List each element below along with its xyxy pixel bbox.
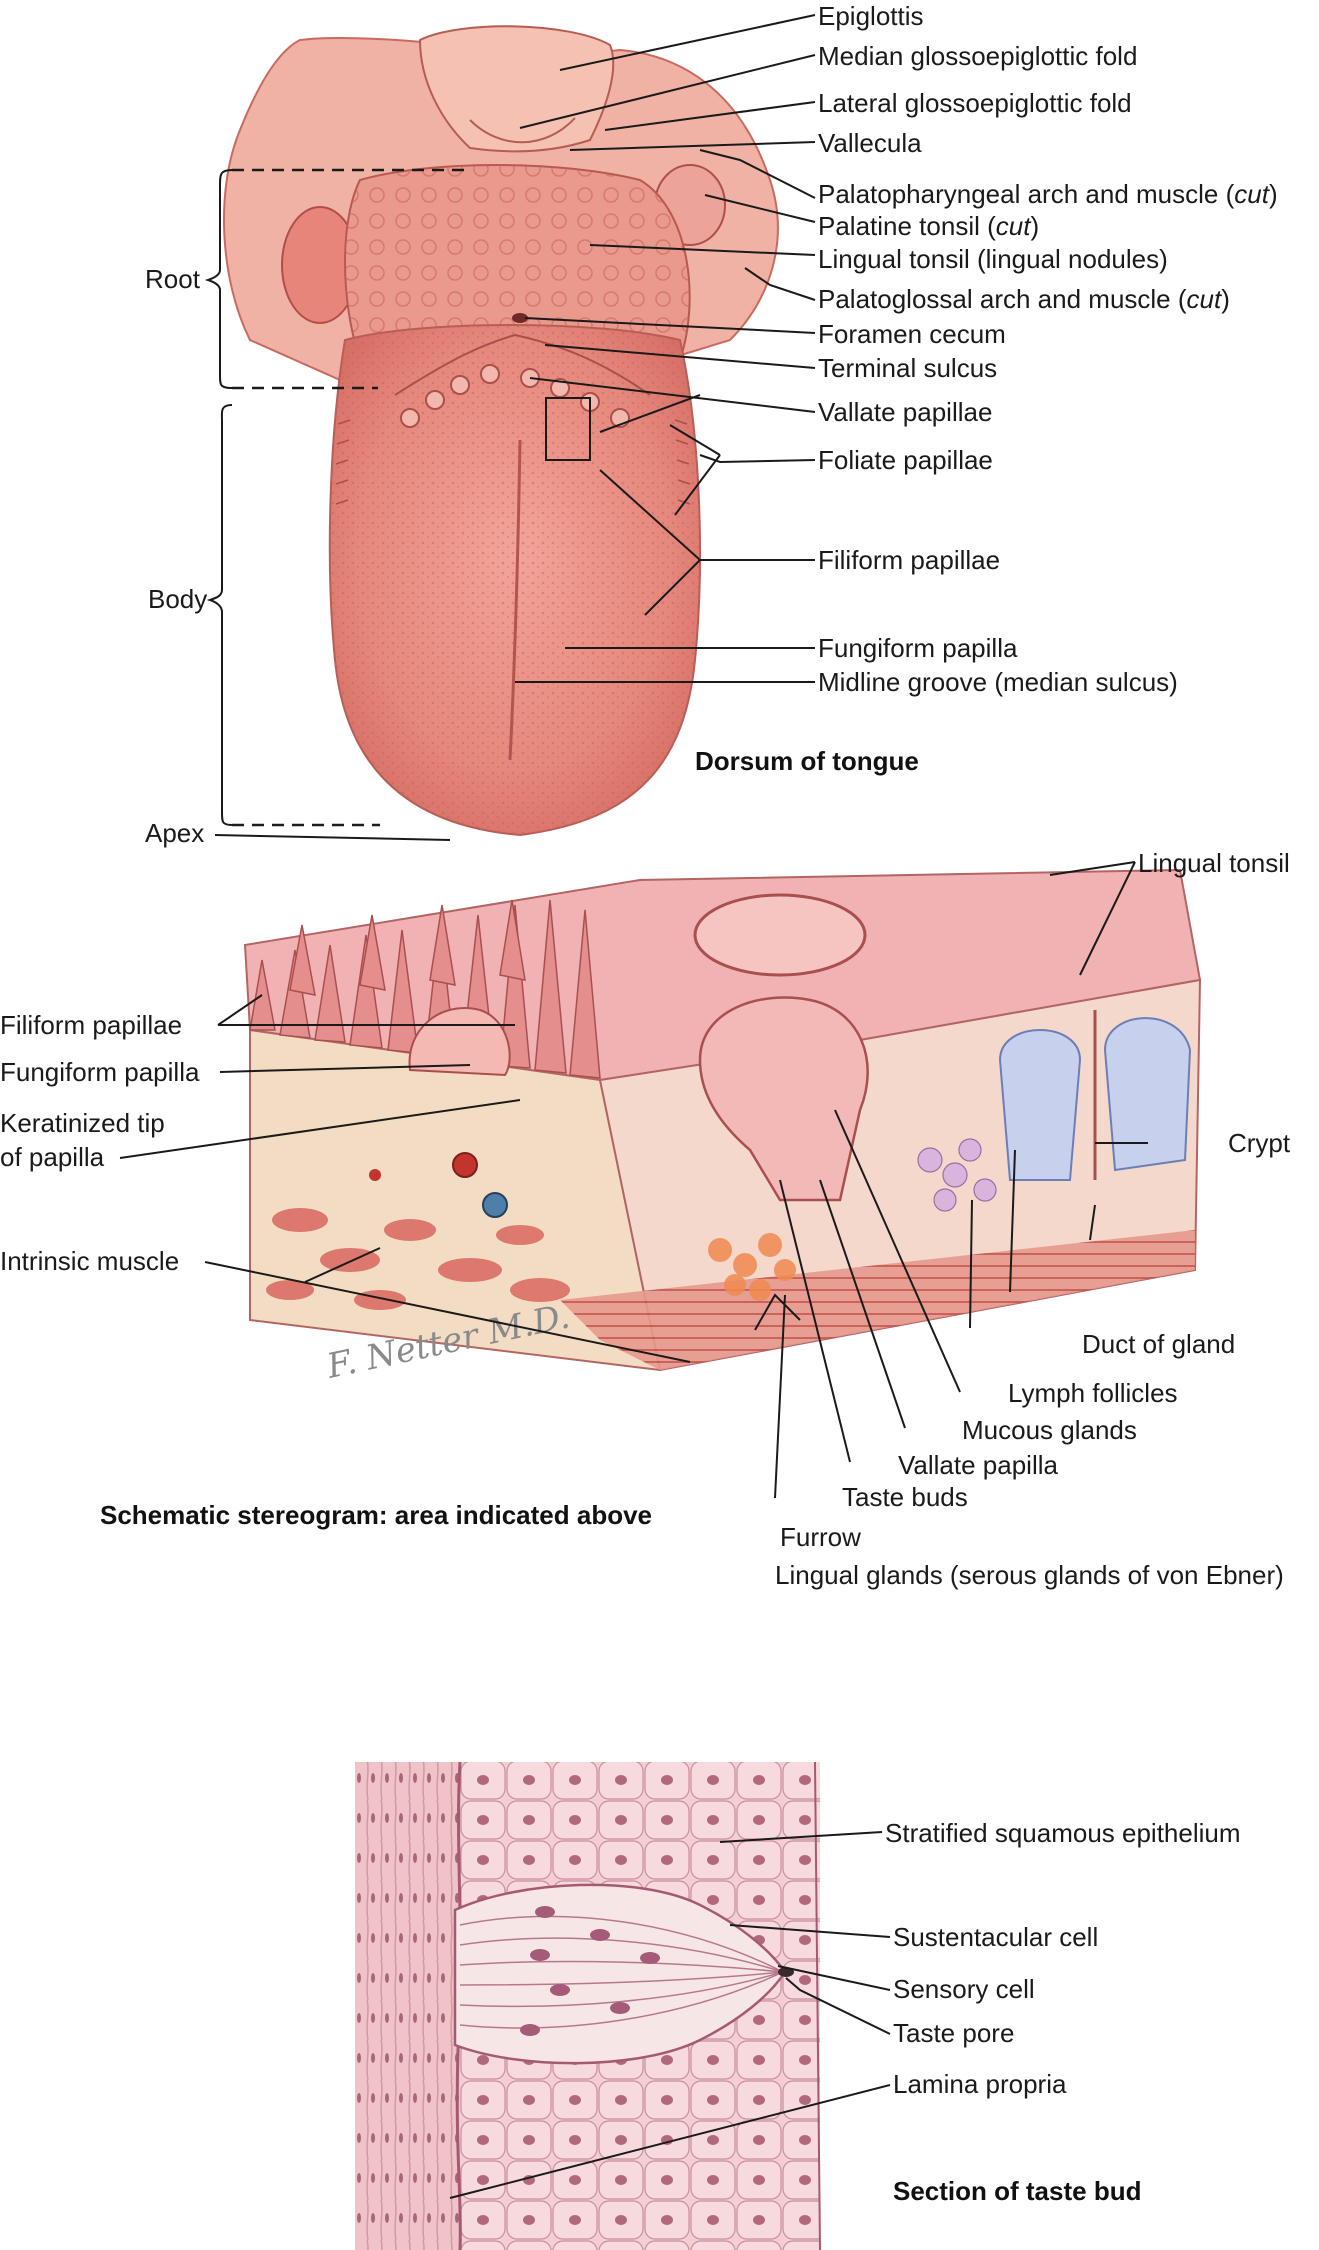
taste-bud-labels: Stratified squamous epithelium Sustentac… bbox=[885, 1818, 1241, 2099]
caption-stereogram: Schematic stereogram: area indicated abo… bbox=[100, 1500, 652, 1530]
label-median-glossoepiglottic-fold: Median glossoepiglottic fold bbox=[818, 41, 1137, 71]
label-st-furrow: Furrow bbox=[780, 1522, 861, 1552]
caption-dorsum: Dorsum of tongue bbox=[695, 746, 919, 776]
label-palatine-tonsil: Palatine tonsil (cut) bbox=[818, 211, 1039, 241]
label-lingual-tonsil-nodules: Lingual tonsil (lingual nodules) bbox=[818, 244, 1168, 274]
region-root-label: Root bbox=[145, 264, 201, 294]
label-st-intrinsic-muscle: Intrinsic muscle bbox=[0, 1246, 179, 1276]
lamina-propria-region bbox=[355, 1762, 460, 2250]
filiform-papillae-spikes bbox=[249, 899, 601, 1079]
label-tb-sustentacular-cell: Sustentacular cell bbox=[893, 1922, 1098, 1952]
stereogram-illustration bbox=[243, 868, 1202, 1372]
label-st-mucous-glands: Mucous glands bbox=[962, 1415, 1137, 1445]
epithelium-edge bbox=[455, 1761, 463, 2250]
label-st-keratinized-1: Keratinized tip bbox=[0, 1108, 165, 1138]
label-st-taste-buds: Taste buds bbox=[842, 1482, 968, 1512]
vallate-papilla-top bbox=[693, 893, 867, 977]
tongue-dorsum-illustration bbox=[223, 25, 779, 837]
label-terminal-sulcus: Terminal sulcus bbox=[818, 353, 997, 383]
label-st-lingual-glands: Lingual glands (serous glands of von Ebn… bbox=[775, 1560, 1284, 1590]
label-st-vallate-papilla: Vallate papilla bbox=[898, 1450, 1059, 1480]
label-epiglottis: Epiglottis bbox=[818, 1, 924, 31]
blood-vessel-vein bbox=[482, 1192, 508, 1218]
taste-bud-illustration bbox=[355, 1761, 821, 2250]
midline-groove bbox=[508, 439, 522, 761]
region-brackets: Root Body Apex bbox=[145, 168, 470, 848]
terminal-sulcus bbox=[394, 333, 651, 396]
epiglottis-shape bbox=[418, 25, 615, 153]
lymph-follicle-1 bbox=[998, 1029, 1082, 1181]
label-foliate-papillae: Foliate papillae bbox=[818, 445, 993, 475]
label-st-fungiform: Fungiform papilla bbox=[0, 1057, 200, 1087]
label-tb-lamina-propria: Lamina propria bbox=[893, 2069, 1067, 2099]
label-fungiform-papilla: Fungiform papilla bbox=[818, 633, 1018, 663]
blood-vessel-small bbox=[369, 1169, 381, 1181]
taste-bud-nuclei bbox=[520, 1906, 660, 2036]
lymph-follicle-2 bbox=[1103, 1017, 1192, 1172]
label-foramen-cecum: Foramen cecum bbox=[818, 319, 1006, 349]
region-body-label: Body bbox=[148, 584, 207, 614]
root-bracket bbox=[204, 169, 233, 389]
caption-taste-bud: Section of taste bud bbox=[893, 2176, 1141, 2206]
apex-leader bbox=[214, 834, 451, 841]
label-midline-groove: Midline groove (median sulcus) bbox=[818, 667, 1178, 697]
blood-vessel-artery bbox=[452, 1152, 478, 1178]
dorsum-labels: Epiglottis Median glossoepiglottic fold … bbox=[818, 1, 1278, 697]
body-bracket bbox=[206, 404, 233, 826]
label-st-filiform: Filiform papillae bbox=[0, 1010, 182, 1040]
vallate-papilla-section bbox=[698, 996, 869, 1202]
area-indicator-box bbox=[545, 397, 591, 461]
stereogram-labels: Filiform papillae Fungiform papilla Kera… bbox=[0, 848, 1291, 1590]
mucous-glands bbox=[917, 1138, 997, 1212]
taste-bud-leader-lines bbox=[449, 1831, 891, 2199]
foliate-papillae-ridges bbox=[335, 419, 691, 505]
label-lateral-glossoepiglottic-fold: Lateral glossoepiglottic fold bbox=[818, 88, 1132, 118]
label-vallate-papillae: Vallate papillae bbox=[818, 397, 992, 427]
taste-bud-cells bbox=[459, 1915, 784, 2029]
stereogram-leader-lines bbox=[119, 861, 1148, 1499]
label-st-crypt: Crypt bbox=[1228, 1128, 1291, 1158]
serous-glands bbox=[708, 1233, 796, 1301]
dorsum-leader-lines bbox=[515, 14, 816, 683]
label-st-duct-of-gland: Duct of gland bbox=[1082, 1329, 1235, 1359]
tongue-texture bbox=[329, 325, 700, 835]
region-apex-label: Apex bbox=[145, 818, 204, 848]
label-tb-stratified-epithelium: Stratified squamous epithelium bbox=[885, 1818, 1241, 1848]
label-st-lingual-tonsil: Lingual tonsil bbox=[1138, 848, 1290, 878]
label-palatopharyngeal-arch: Palatopharyngeal arch and muscle (cut) bbox=[818, 179, 1278, 209]
foramen-cecum bbox=[512, 313, 528, 323]
label-palatoglossal-arch: Palatoglossal arch and muscle (cut) bbox=[818, 284, 1230, 314]
lingual-nodules bbox=[345, 165, 690, 360]
label-tb-sensory-cell: Sensory cell bbox=[893, 1974, 1035, 2004]
label-st-keratinized-2: of papilla bbox=[0, 1142, 105, 1172]
epiglottis-fold bbox=[469, 117, 576, 144]
intrinsic-muscle-band bbox=[560, 1230, 1195, 1370]
label-tb-taste-pore: Taste pore bbox=[893, 2018, 1014, 2048]
surface-edge bbox=[814, 1761, 821, 2250]
label-vallecula: Vallecula bbox=[818, 128, 922, 158]
label-filiform-papillae: Filiform papillae bbox=[818, 545, 1000, 575]
label-st-lymph-follicles: Lymph follicles bbox=[1008, 1378, 1178, 1408]
